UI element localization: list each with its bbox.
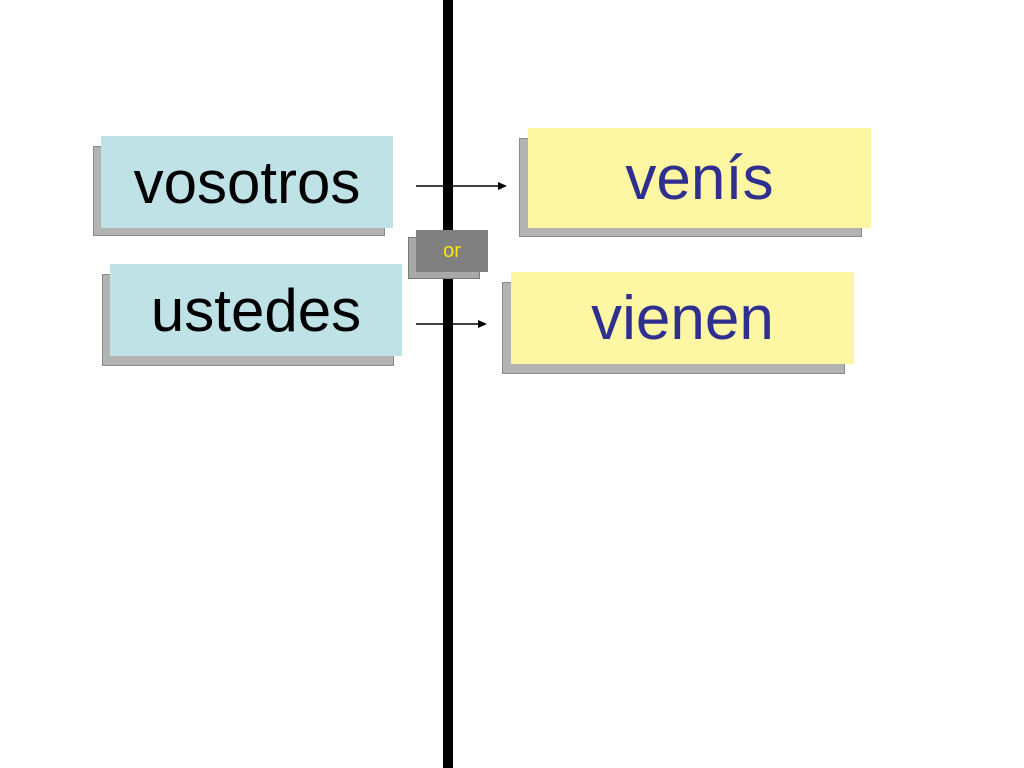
or-connector-box: or [408,230,488,280]
or-label: or [416,230,488,272]
arrow-right-icon [416,180,508,192]
arrow-right-icon [416,318,488,330]
verb-label: venís [528,128,871,228]
pronoun-card-ustedes: ustedes [102,264,402,366]
pronoun-label: vosotros [101,136,393,228]
verb-card-vienen: vienen [502,272,854,374]
verb-card-venis: venís [519,128,871,237]
pronoun-card-vosotros: vosotros [93,136,393,238]
vertical-divider-line [443,0,453,768]
verb-label: vienen [511,272,854,364]
pronoun-label: ustedes [110,264,402,356]
